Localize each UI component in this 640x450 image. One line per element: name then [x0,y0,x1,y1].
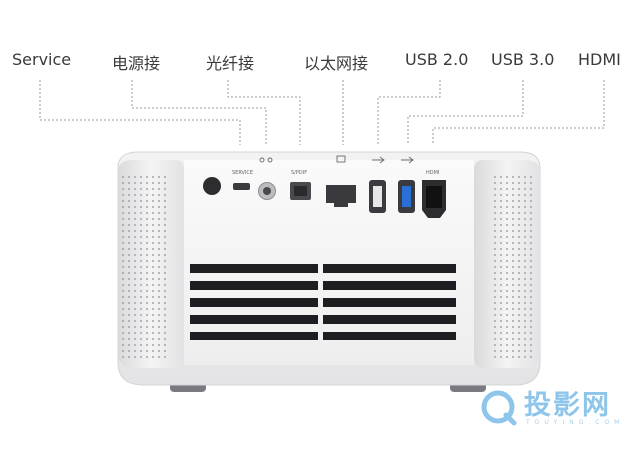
caption-service: SERVICE [232,170,254,176]
leader-power [131,80,267,145]
watermark-name: 投影网 [524,390,611,421]
label-usb2: USB 2.0 [405,50,469,69]
label-service: Service [12,50,72,69]
leader-hdmi [432,80,605,145]
label-hdmi: HDMI [578,50,621,69]
leader-usb2 [377,80,441,145]
watermark-logo-icon [481,390,517,426]
label-ethernet: 以太网接 [304,54,369,73]
watermark-sub: TOUYING.COM [526,419,625,426]
label-optical: 光纤接 [206,54,255,73]
caption-hdmi: HDMI [426,170,440,176]
service-port [233,183,250,190]
usb-symbol-icon [372,156,385,164]
power-symbol-icon [259,157,265,163]
network-symbol-icon [336,155,346,163]
label-power: 电源接 [112,54,161,73]
watermark: 投影网 TOUYING.COM [474,383,624,438]
ethernet-port [326,185,356,207]
leader-usb3 [407,80,524,145]
leader-optical [227,80,301,145]
label-usb3: USB 3.0 [491,50,555,69]
caption-spdif: S/PDIF [291,170,308,176]
service-knob [203,177,221,195]
vent-grille [190,264,456,340]
leader-service [39,80,241,145]
